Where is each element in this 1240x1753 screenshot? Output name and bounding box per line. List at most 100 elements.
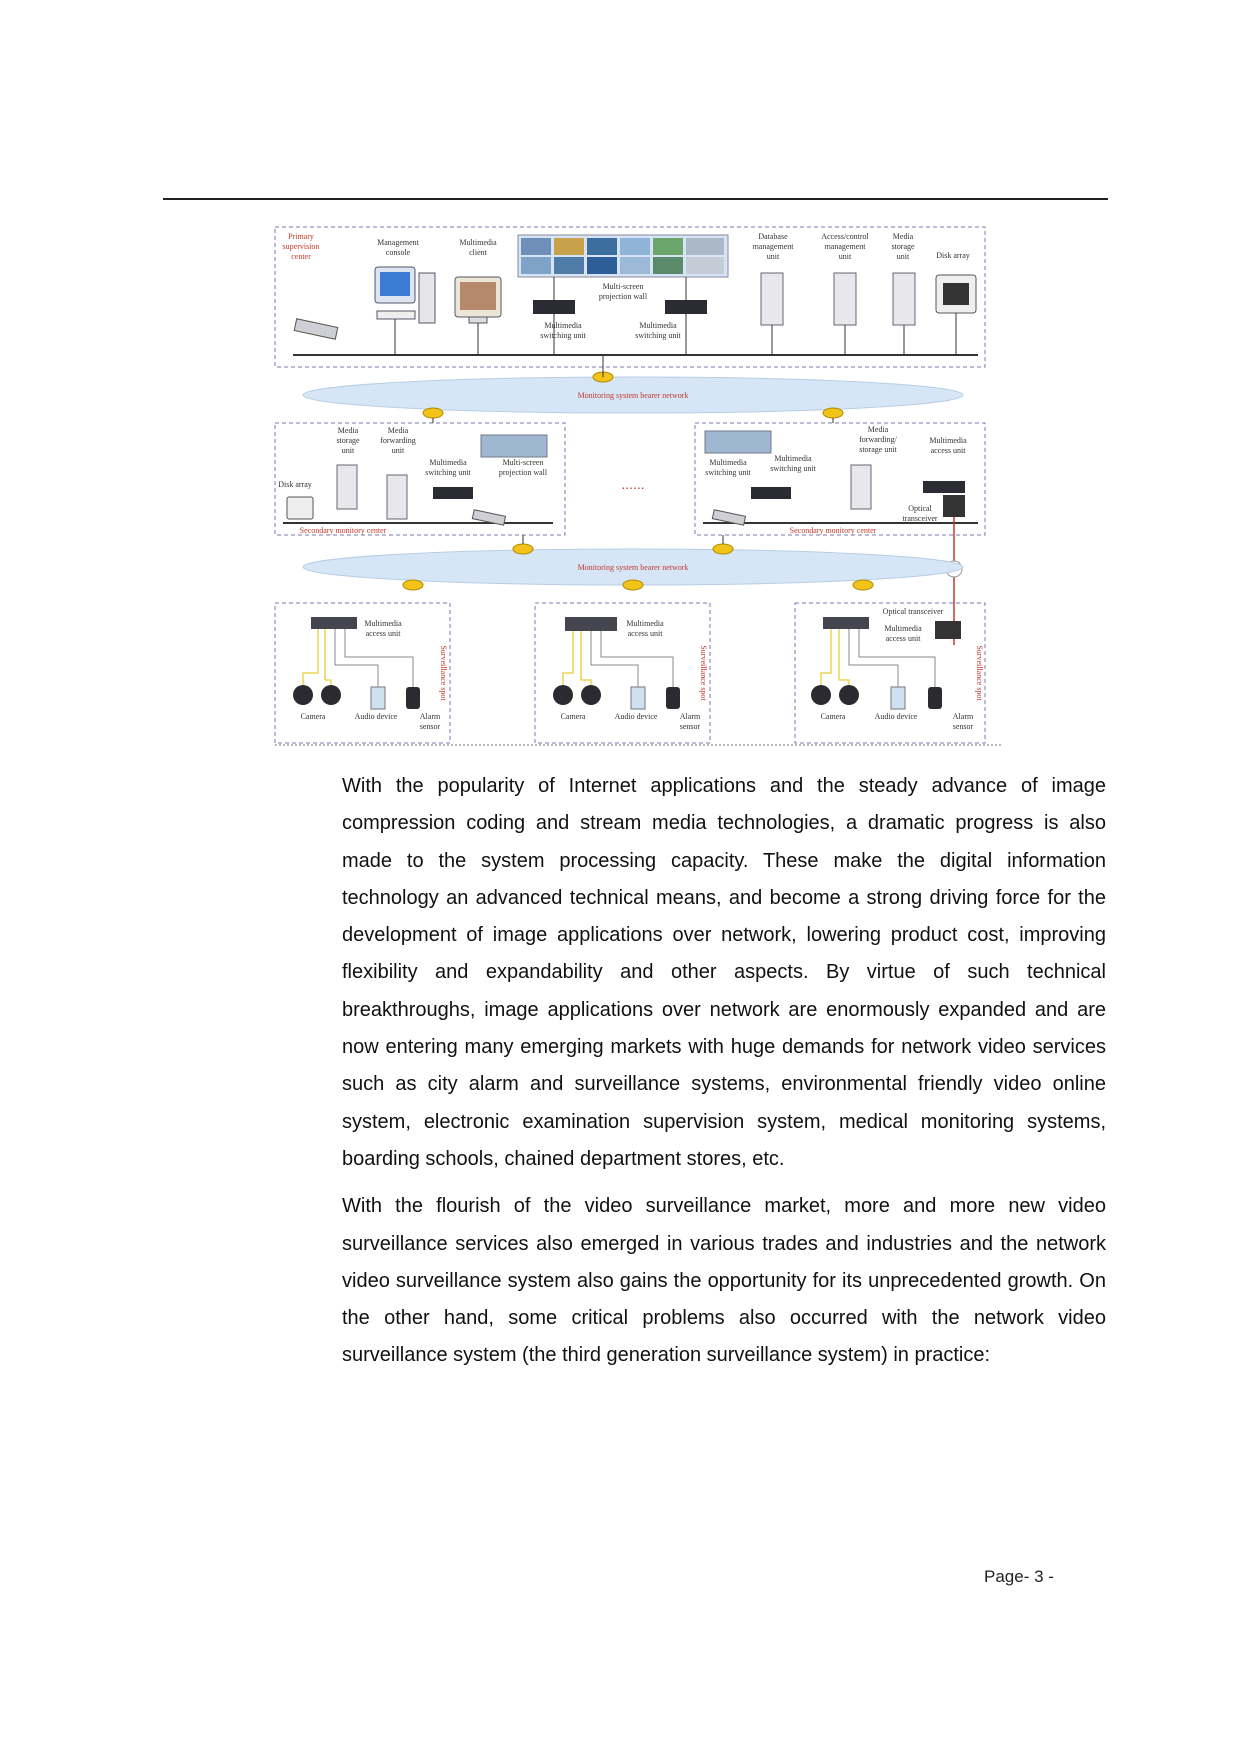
switching-unit-icon-1 bbox=[533, 300, 575, 314]
bearer-network-2-label: Monitoring system bearer network bbox=[578, 563, 689, 572]
secondary-right-box bbox=[694, 422, 986, 536]
router-icon-3 bbox=[822, 407, 844, 419]
label-database-3: unit bbox=[767, 252, 780, 261]
spot1-camera: Camera bbox=[301, 712, 326, 721]
surveillance-spot-3: Optical transceiver Multimedia access un… bbox=[794, 602, 986, 744]
label-access-control-2: management bbox=[825, 242, 867, 251]
primary-switch-icon bbox=[293, 318, 339, 340]
sl-storage-server-icon bbox=[336, 464, 358, 510]
primary-center-label-2: supervision bbox=[283, 242, 320, 251]
spot1-alarm-1: Alarm bbox=[420, 712, 441, 721]
sl-disk-label: Disk array bbox=[278, 480, 312, 489]
router-icon-6 bbox=[402, 579, 424, 591]
label-management-console-2: console bbox=[386, 248, 411, 257]
surveillance-spot-2: Multimedia access unit Camera Audio devi… bbox=[534, 602, 711, 744]
bearer-network-1-label: Monitoring system bearer network bbox=[578, 391, 689, 400]
sl-forward-server-icon bbox=[386, 474, 408, 520]
sl-storage-1: Media bbox=[338, 426, 359, 435]
router-icon-8 bbox=[852, 579, 874, 591]
paragraph-1: With the popularity of Internet applicat… bbox=[342, 775, 1106, 1170]
label-switching-unit-2a: Multimedia bbox=[639, 321, 677, 330]
surveillance-spot-1: Multimedia access unit Camera Audio devi… bbox=[274, 602, 451, 744]
sr-switch-small-icon bbox=[711, 509, 747, 526]
sr-optical-1: Optical bbox=[908, 504, 932, 513]
header-rule bbox=[163, 198, 1108, 200]
sl-storage-2: storage bbox=[336, 436, 360, 445]
spot2-audio: Audio device bbox=[615, 712, 658, 721]
bearer-network-1-cloud bbox=[302, 376, 964, 414]
sr-projection-icon bbox=[704, 430, 772, 454]
spot3-access-2: access unit bbox=[886, 634, 922, 643]
server-icon-storage bbox=[892, 272, 916, 326]
spot1-access-1: Multimedia bbox=[364, 619, 402, 628]
spot3-optical: Optical transceiver bbox=[883, 607, 944, 616]
label-projection-wall-2: projection wall bbox=[599, 292, 648, 301]
sr-center-label: Secondary monitory center bbox=[790, 526, 877, 535]
sl-forward-3: unit bbox=[392, 446, 405, 455]
spot2-camera: Camera bbox=[561, 712, 586, 721]
network-diagram: Primary supervision center Management co… bbox=[273, 225, 1003, 747]
label-database-1: Database bbox=[758, 232, 788, 241]
pc-icon bbox=[374, 266, 436, 355]
server-icon-database bbox=[760, 272, 784, 326]
label-switching-unit-1b: switching unit bbox=[540, 331, 586, 340]
sl-proj-2: projection wall bbox=[499, 468, 548, 477]
spot3-camera: Camera bbox=[821, 712, 846, 721]
sl-forward-1: Media bbox=[388, 426, 409, 435]
sl-projection-icon bbox=[480, 434, 548, 458]
label-switching-unit-1a: Multimedia bbox=[544, 321, 582, 330]
sl-forward-2: forwarding bbox=[380, 436, 416, 445]
label-media-storage-3: unit bbox=[897, 252, 910, 261]
network-diagram-svg: Primary supervision center Management co… bbox=[274, 226, 1001, 746]
spot3-label: Surveillance spot bbox=[975, 645, 984, 701]
spot1-audio: Audio device bbox=[355, 712, 398, 721]
label-media-storage-1: Media bbox=[893, 232, 914, 241]
label-switching-unit-2b: switching unit bbox=[635, 331, 681, 340]
sl-storage-3: unit bbox=[342, 446, 355, 455]
sr-forward-3: storage unit bbox=[859, 445, 897, 454]
label-media-storage-2: storage bbox=[891, 242, 915, 251]
sl-switch-small-icon bbox=[471, 509, 507, 526]
spot3-alarm-1: Alarm bbox=[953, 712, 974, 721]
primary-center-box bbox=[274, 226, 986, 368]
sr-switch2-1: Multimedia bbox=[774, 454, 812, 463]
page-number: Page- 3 - bbox=[984, 1567, 1054, 1586]
label-database-2: management bbox=[753, 242, 795, 251]
label-management-console-1: Management bbox=[377, 238, 420, 247]
label-projection-wall-1: Multi-screen bbox=[603, 282, 644, 291]
sl-center-label: Secondary monitory center bbox=[300, 526, 387, 535]
spot2-alarm-1: Alarm bbox=[680, 712, 701, 721]
spot1-alarm-2: sensor bbox=[420, 722, 441, 731]
sl-switch-1: Multimedia bbox=[429, 458, 467, 467]
primary-center-label-3: center bbox=[291, 252, 311, 261]
server-icon-access bbox=[833, 272, 857, 326]
spot1-label: Surveillance spot bbox=[439, 645, 448, 701]
diagram-ellipsis: ...... bbox=[621, 476, 644, 492]
spot2-alarm-2: sensor bbox=[680, 722, 701, 731]
spot3-audio: Audio device bbox=[875, 712, 918, 721]
router-icon-4 bbox=[512, 543, 534, 555]
spot2-label: Surveillance spot bbox=[699, 645, 708, 701]
switching-unit-icon-2 bbox=[665, 300, 707, 314]
sl-disk-icon bbox=[286, 496, 314, 520]
router-icon-2 bbox=[422, 407, 444, 419]
projection-wall-icon bbox=[517, 234, 729, 278]
sr-switch1-2: switching unit bbox=[705, 468, 751, 477]
monitor-icon bbox=[454, 276, 502, 355]
spot1-access-2: access unit bbox=[366, 629, 402, 638]
label-multimedia-client-1: Multimedia bbox=[459, 238, 497, 247]
sr-forward-2: forwarding/ bbox=[859, 435, 898, 444]
paragraph-2: With the flourish of the video surveilla… bbox=[342, 1195, 1106, 1367]
sl-proj-1: Multi-screen bbox=[503, 458, 544, 467]
spot3-access-1: Multimedia bbox=[884, 624, 922, 633]
label-disk-array: Disk array bbox=[936, 251, 970, 260]
body-text: With the popularity of Internet applicat… bbox=[342, 768, 1106, 1385]
label-access-control-1: Access/control bbox=[821, 232, 869, 241]
primary-center-label-1: Primary bbox=[288, 232, 314, 241]
sr-optical-2: transceiver bbox=[902, 514, 937, 523]
label-multimedia-client-2: client bbox=[469, 248, 488, 257]
spot2-access-2: access unit bbox=[628, 629, 664, 638]
sr-forward-server-icon bbox=[850, 464, 872, 510]
spot2-access-1: Multimedia bbox=[626, 619, 664, 628]
sl-switch-2: switching unit bbox=[425, 468, 471, 477]
